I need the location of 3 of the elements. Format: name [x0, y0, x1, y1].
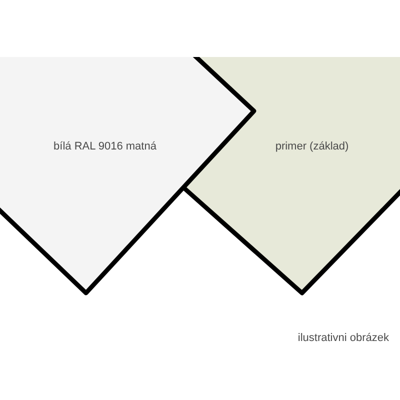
sample-label: bílá RAL 9016 matná	[54, 140, 156, 154]
illustration-note: ilustrativni obrázek	[298, 332, 389, 345]
sample-label: primer (základ)	[275, 140, 349, 154]
